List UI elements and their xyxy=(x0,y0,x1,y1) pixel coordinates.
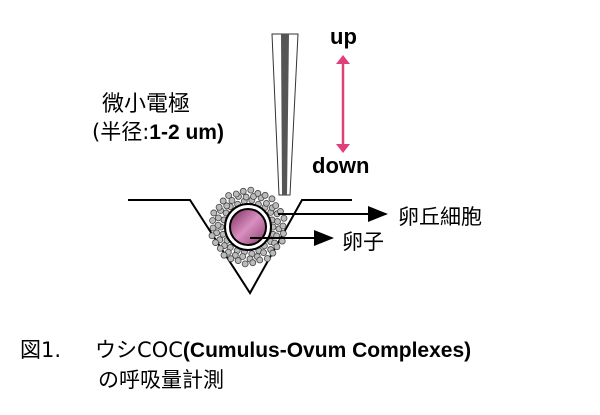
cumulus-cell xyxy=(239,187,247,195)
cumulus-cell xyxy=(263,199,270,207)
caption-subject-full: (Cumulus-Ovum Complexes) xyxy=(182,339,472,362)
cumulus-cell xyxy=(256,256,264,264)
cumulus-cell xyxy=(216,244,224,252)
up-label: up xyxy=(330,24,357,49)
up-down-arrow xyxy=(336,55,350,153)
radius-value: 1-2 um) xyxy=(149,121,224,144)
radius-prefix: (半径: xyxy=(92,120,150,144)
cumulus-cell xyxy=(234,257,242,264)
well-outline xyxy=(128,199,352,295)
cumulus-cell xyxy=(220,251,228,259)
cumulus-cell xyxy=(274,218,281,225)
cumulus-label: 卵丘細胞 xyxy=(398,205,482,229)
cumulus-cell xyxy=(261,191,269,199)
cumulus-cell xyxy=(232,190,240,198)
caption-subject: ウシCOC xyxy=(95,338,183,362)
figure-number: 図1. xyxy=(20,338,62,362)
electrode-radius-label: (半径:1-2 um) xyxy=(92,116,224,146)
cumulus-cell xyxy=(225,192,233,199)
cumulus-cell xyxy=(269,249,277,257)
caption-line1: 図1. ウシCOC(Cumulus-Ovum Complexes) xyxy=(20,334,471,364)
cumulus-cell xyxy=(263,255,271,262)
cumulus-cell xyxy=(219,197,227,205)
caption-line2: の呼吸量計測 xyxy=(98,368,224,392)
cumulus-cell xyxy=(272,202,280,210)
cumulus-cell xyxy=(239,253,247,260)
oocyte-label: 卵子 xyxy=(342,230,384,254)
cumulus-cell xyxy=(260,249,267,257)
cumulus-cell xyxy=(241,260,249,268)
cumulus-cell xyxy=(268,195,276,203)
cumulus-cell xyxy=(228,197,236,204)
cumulus-cell xyxy=(242,193,250,201)
cumulus-cell xyxy=(208,232,216,240)
cumulus-cell xyxy=(279,222,287,230)
cumulus-cell xyxy=(212,239,219,246)
cumulus-cell xyxy=(247,186,255,194)
microelectrode xyxy=(271,33,299,196)
cumulus-cell xyxy=(210,209,218,217)
cumulus-cell xyxy=(227,255,235,263)
electrode-label: 微小電極 xyxy=(102,92,191,117)
cumulus-cell xyxy=(223,202,231,210)
down-label: down xyxy=(312,153,370,178)
cumulus-cell xyxy=(209,224,217,232)
cumulus-cell xyxy=(280,230,287,237)
cumulus-cell xyxy=(254,190,262,197)
cumulus-cell xyxy=(280,214,288,222)
oocyte xyxy=(229,208,267,246)
cumulus-cell xyxy=(231,251,239,259)
cumulus-cell xyxy=(209,217,216,224)
cumulus-cell xyxy=(214,221,222,229)
cumulus-cell xyxy=(214,214,222,222)
cumulus-cell xyxy=(249,259,257,267)
cumulus-cell xyxy=(215,203,223,211)
cumulus-cell xyxy=(273,243,281,251)
